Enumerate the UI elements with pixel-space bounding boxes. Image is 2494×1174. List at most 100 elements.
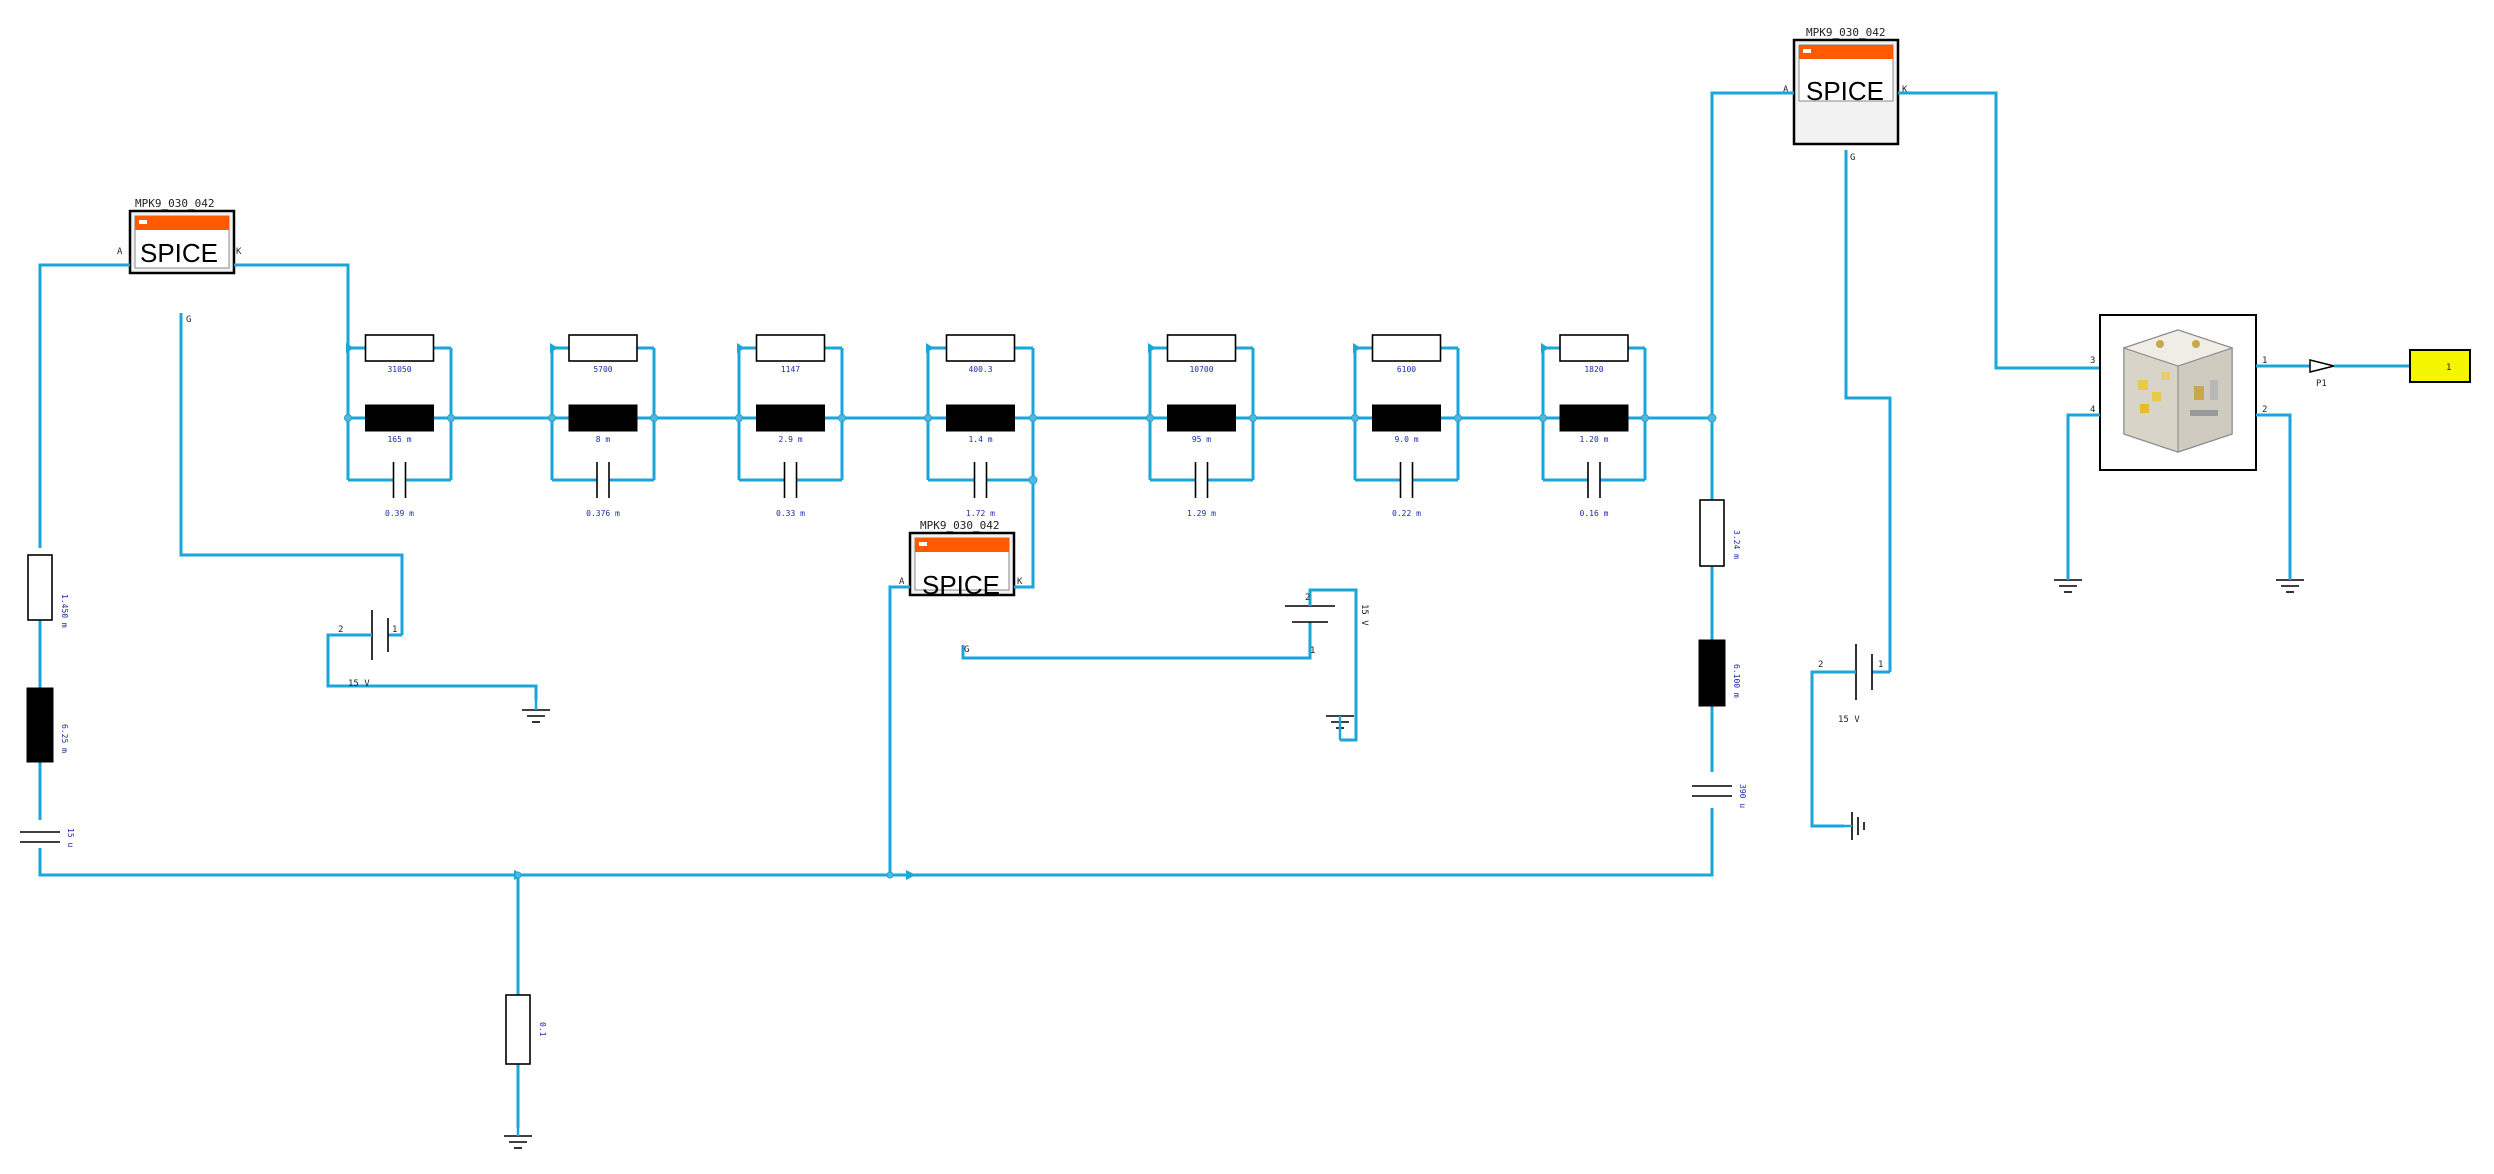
- right-inductor-value: 6.100 m: [1732, 664, 1741, 698]
- battery-3[interactable]: 2 1 15 V: [1810, 644, 1890, 828]
- ground-icon: [2276, 579, 2304, 593]
- module-image-icon: [2122, 329, 2234, 453]
- battery-1-pin-2: 2: [338, 625, 343, 635]
- probe-p1[interactable]: P1: [2309, 359, 2410, 389]
- battery-2-pin-1: 1: [1310, 646, 1315, 656]
- junction-node: [1539, 414, 1547, 422]
- ladder-inductor[interactable]: [1559, 404, 1629, 432]
- junction-node: [447, 414, 455, 422]
- ladder-capacitor[interactable]: [596, 462, 610, 498]
- ground-icon: [504, 1128, 532, 1149]
- spice-block-1-band: [135, 216, 229, 230]
- ladder-inductor[interactable]: [946, 404, 1015, 432]
- ladder-resistor-value: 400.3: [968, 365, 992, 374]
- ladder-capacitor[interactable]: [1587, 462, 1601, 498]
- ladder-inductor[interactable]: [1372, 404, 1441, 432]
- ladder-capacitor-value: 0.39 m: [385, 509, 414, 518]
- spice-block-3-band: [1799, 45, 1893, 59]
- left-branch[interactable]: 1.450 m 6.25 m 15 u: [20, 554, 75, 847]
- ladder-inductor-value: 2.9 m: [778, 435, 802, 444]
- ladder-resistor[interactable]: [1559, 334, 1629, 362]
- flow-arrow-icon: [1353, 343, 1361, 353]
- ladder-inductor-value: 1.20 m: [1580, 435, 1609, 444]
- ladder-inductor[interactable]: [568, 404, 638, 432]
- flow-arrow-icon: [737, 343, 745, 353]
- junction-node: [344, 414, 352, 422]
- spice-block-2-label: SPICE: [922, 570, 1000, 600]
- spice-block-2[interactable]: MPK9_030_042 SPICE A K G: [899, 519, 1023, 655]
- battery-1[interactable]: 2 1 15 V: [326, 610, 538, 700]
- battery-3-pin-2: 2: [1818, 660, 1823, 670]
- ladder-inductor[interactable]: [1167, 404, 1236, 432]
- battery-2[interactable]: 2 1 15 V: [1285, 588, 1369, 742]
- spice-block-3[interactable]: MPK9_030_042 SPICE A K G: [1783, 26, 1908, 163]
- battery-2-value: 15 V: [1359, 604, 1369, 626]
- spice-block-1[interactable]: MPK9_030_042 SPICE A K G: [117, 197, 242, 325]
- battery-3-value: 15 V: [1838, 715, 1860, 725]
- junction-node: [514, 871, 522, 879]
- module-pin-1: 1: [2262, 356, 2267, 366]
- junction-node: [548, 414, 556, 422]
- flow-arrow-icon: [550, 343, 558, 353]
- junction-node: [924, 414, 932, 422]
- ladder-inductor[interactable]: [365, 404, 434, 432]
- main-wires: [38, 91, 2100, 1128]
- module-pin-2: 2: [2262, 405, 2267, 415]
- right-inductor[interactable]: [1698, 639, 1726, 707]
- left-inductor-value: 6.25 m: [60, 724, 69, 753]
- spice-block-3-label: SPICE: [1806, 76, 1884, 106]
- ladder-inductor[interactable]: [756, 404, 825, 432]
- output-display[interactable]: 1: [2409, 349, 2471, 383]
- junction-node: [650, 414, 658, 422]
- right-resistor[interactable]: [1699, 499, 1725, 567]
- left-resistor-value: 1.450 m: [60, 594, 69, 628]
- device-module[interactable]: 3 4 1 2: [2066, 314, 2310, 580]
- battery-1-pin-1: 1: [392, 625, 397, 635]
- ladder-capacitor-value: 1.72 m: [966, 509, 995, 518]
- left-capacitor[interactable]: [20, 831, 60, 843]
- ladder-inductor-value: 8 m: [596, 435, 611, 444]
- flow-arrow-icon: [1148, 343, 1156, 353]
- spice-block-2-pin-k: K: [1017, 577, 1023, 587]
- ladder-resistor[interactable]: [1371, 334, 1442, 362]
- ground-icon: [522, 700, 550, 723]
- ladder-resistor[interactable]: [755, 334, 826, 362]
- junction-node: [1707, 413, 1717, 423]
- output-value: 1: [2446, 363, 2451, 373]
- junction-node: [1351, 414, 1359, 422]
- ladder-capacitor[interactable]: [783, 462, 798, 498]
- ladder-resistor[interactable]: [945, 334, 1016, 362]
- ladder-capacitor-value: 0.22 m: [1392, 509, 1421, 518]
- spice-block-1-label: SPICE: [140, 238, 218, 268]
- left-capacitor-value: 15 u: [66, 828, 75, 847]
- ladder-capacitor[interactable]: [1399, 462, 1414, 498]
- bottom-resistor[interactable]: 0.1: [505, 994, 547, 1065]
- spice-block-3-model: MPK9_030_042: [1806, 26, 1885, 39]
- ladder-capacitor[interactable]: [973, 462, 988, 498]
- right-capacitor[interactable]: [1692, 785, 1732, 797]
- ladder-resistor[interactable]: [364, 334, 435, 362]
- left-inductor[interactable]: [26, 687, 54, 763]
- ladder-capacitor-value: 1.29 m: [1187, 509, 1216, 518]
- junction-node: [1454, 414, 1462, 422]
- ladder-resistor[interactable]: [1166, 334, 1237, 362]
- left-resistor[interactable]: [27, 554, 53, 621]
- battery-3-pin-1: 1: [1878, 660, 1883, 670]
- right-branch[interactable]: 3.24 m 6.100 m 390 u: [1692, 499, 1747, 808]
- ladder-resistor[interactable]: [568, 334, 638, 362]
- module-pin-4: 4: [2090, 405, 2095, 415]
- flow-arrow-icon: [1541, 343, 1549, 353]
- ladder-resistor-value: 1820: [1584, 365, 1603, 374]
- ladder-capacitor-value: 0.376 m: [586, 509, 620, 518]
- ground-icon: [1844, 812, 1865, 840]
- ladder-capacitor[interactable]: [392, 462, 407, 498]
- spice-block-2-pin-g: G: [964, 645, 969, 655]
- ladder-capacitor[interactable]: [1194, 462, 1209, 498]
- flow-arrow-icon: [346, 343, 354, 353]
- ladder-resistor-value: 10700: [1189, 365, 1213, 374]
- spice-block-1-pin-k: K: [236, 247, 242, 257]
